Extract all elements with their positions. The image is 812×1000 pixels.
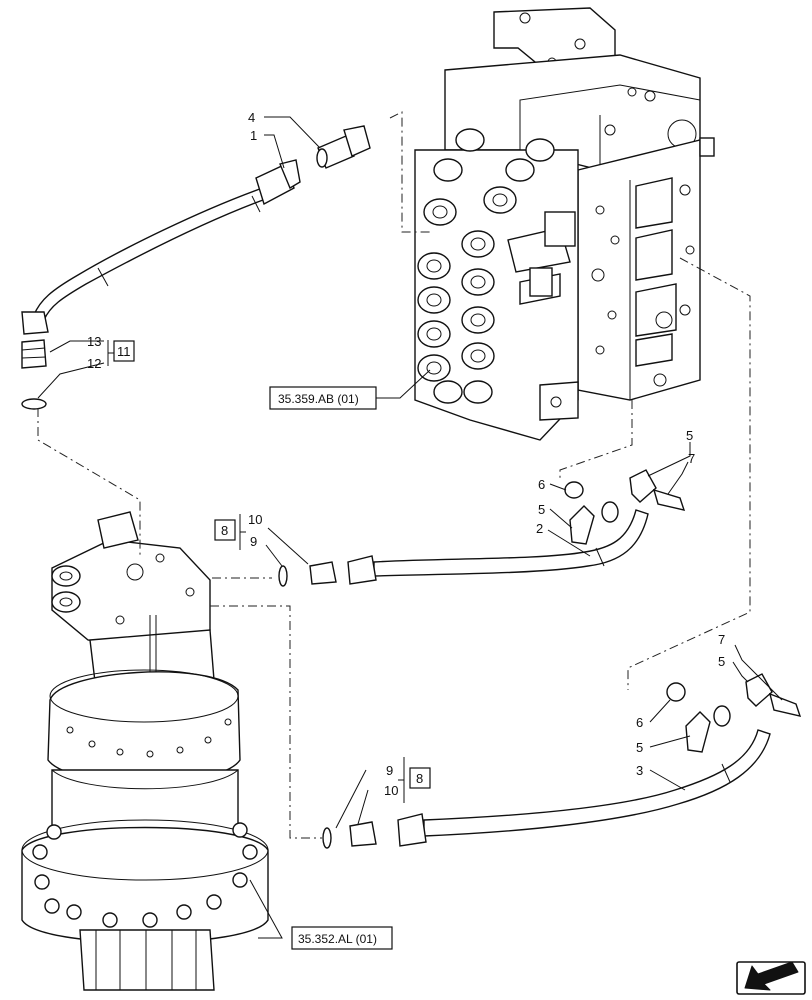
svg-text:8: 8 [416,771,423,786]
callout-3: 3 [636,763,643,778]
hose-assembly-upper [21,125,371,410]
o-ring-9-upper [278,565,288,587]
callout-6-upper: 6 [538,477,545,492]
spool-stack [417,128,576,404]
clamp-half-5-d [745,673,773,707]
svg-text:35.359.AB (01): 35.359.AB (01) [278,392,359,406]
callout-13: 13 [87,334,101,349]
callout-2: 2 [536,521,543,536]
o-ring-9-lower [322,827,332,849]
callout-9-lower: 9 [386,763,393,778]
bolt-7-a [652,488,686,511]
clamp-half-5-c [685,711,711,753]
callout-9-upper: 9 [250,534,257,549]
arrow-left-down-icon[interactable] [736,961,806,995]
clamp-half-5-a [569,505,595,545]
callout-7-upper: 7 [688,451,695,466]
connector-13 [21,339,47,369]
o-ring-6-a [564,481,584,499]
bolt-7-b [768,692,802,717]
ref-label-control-valve[interactable]: 35.359.AB (01) [269,386,377,410]
set-reference-8-lower: 8 [409,767,431,789]
svg-text:8: 8 [221,523,228,538]
callout-1: 1 [250,128,257,143]
ref-label-swing-motor[interactable]: 35.352.AL (01) [291,926,393,950]
clamp-half-5-b [629,469,657,503]
callout-5-upper-right: 5 [686,428,693,443]
callout-7-lower: 7 [718,632,725,647]
callout-5-lower-right: 5 [718,654,725,669]
set-reference-11: 11 [113,340,135,362]
callout-5-lower-left: 5 [636,740,643,755]
o-ring-6-b [666,682,686,702]
assembly-center-lines [37,111,751,839]
hose-assembly-2 [278,469,686,587]
callout-numbers: 4 1 13 12 6 5 2 5 7 10 9 7 5 6 5 3 9 10 [87,110,725,798]
swing-motor [21,511,269,991]
adapter-fitting-4 [316,125,371,169]
callout-10-lower: 10 [384,783,398,798]
hose-assembly-3 [322,673,802,849]
o-ring-12 [21,398,47,410]
svg-text:11: 11 [117,344,131,359]
control-valve-block [414,7,715,441]
leader-lines [37,116,783,939]
callout-5-upper-left: 5 [538,502,545,517]
callout-6-lower: 6 [636,715,643,730]
callout-4: 4 [248,110,255,125]
set-reference-8-upper: 8 [214,519,236,541]
svg-text:35.352.AL (01): 35.352.AL (01) [298,932,377,946]
callout-10-upper: 10 [248,512,262,527]
hose-end-nut [21,311,49,335]
callout-12: 12 [87,356,101,371]
